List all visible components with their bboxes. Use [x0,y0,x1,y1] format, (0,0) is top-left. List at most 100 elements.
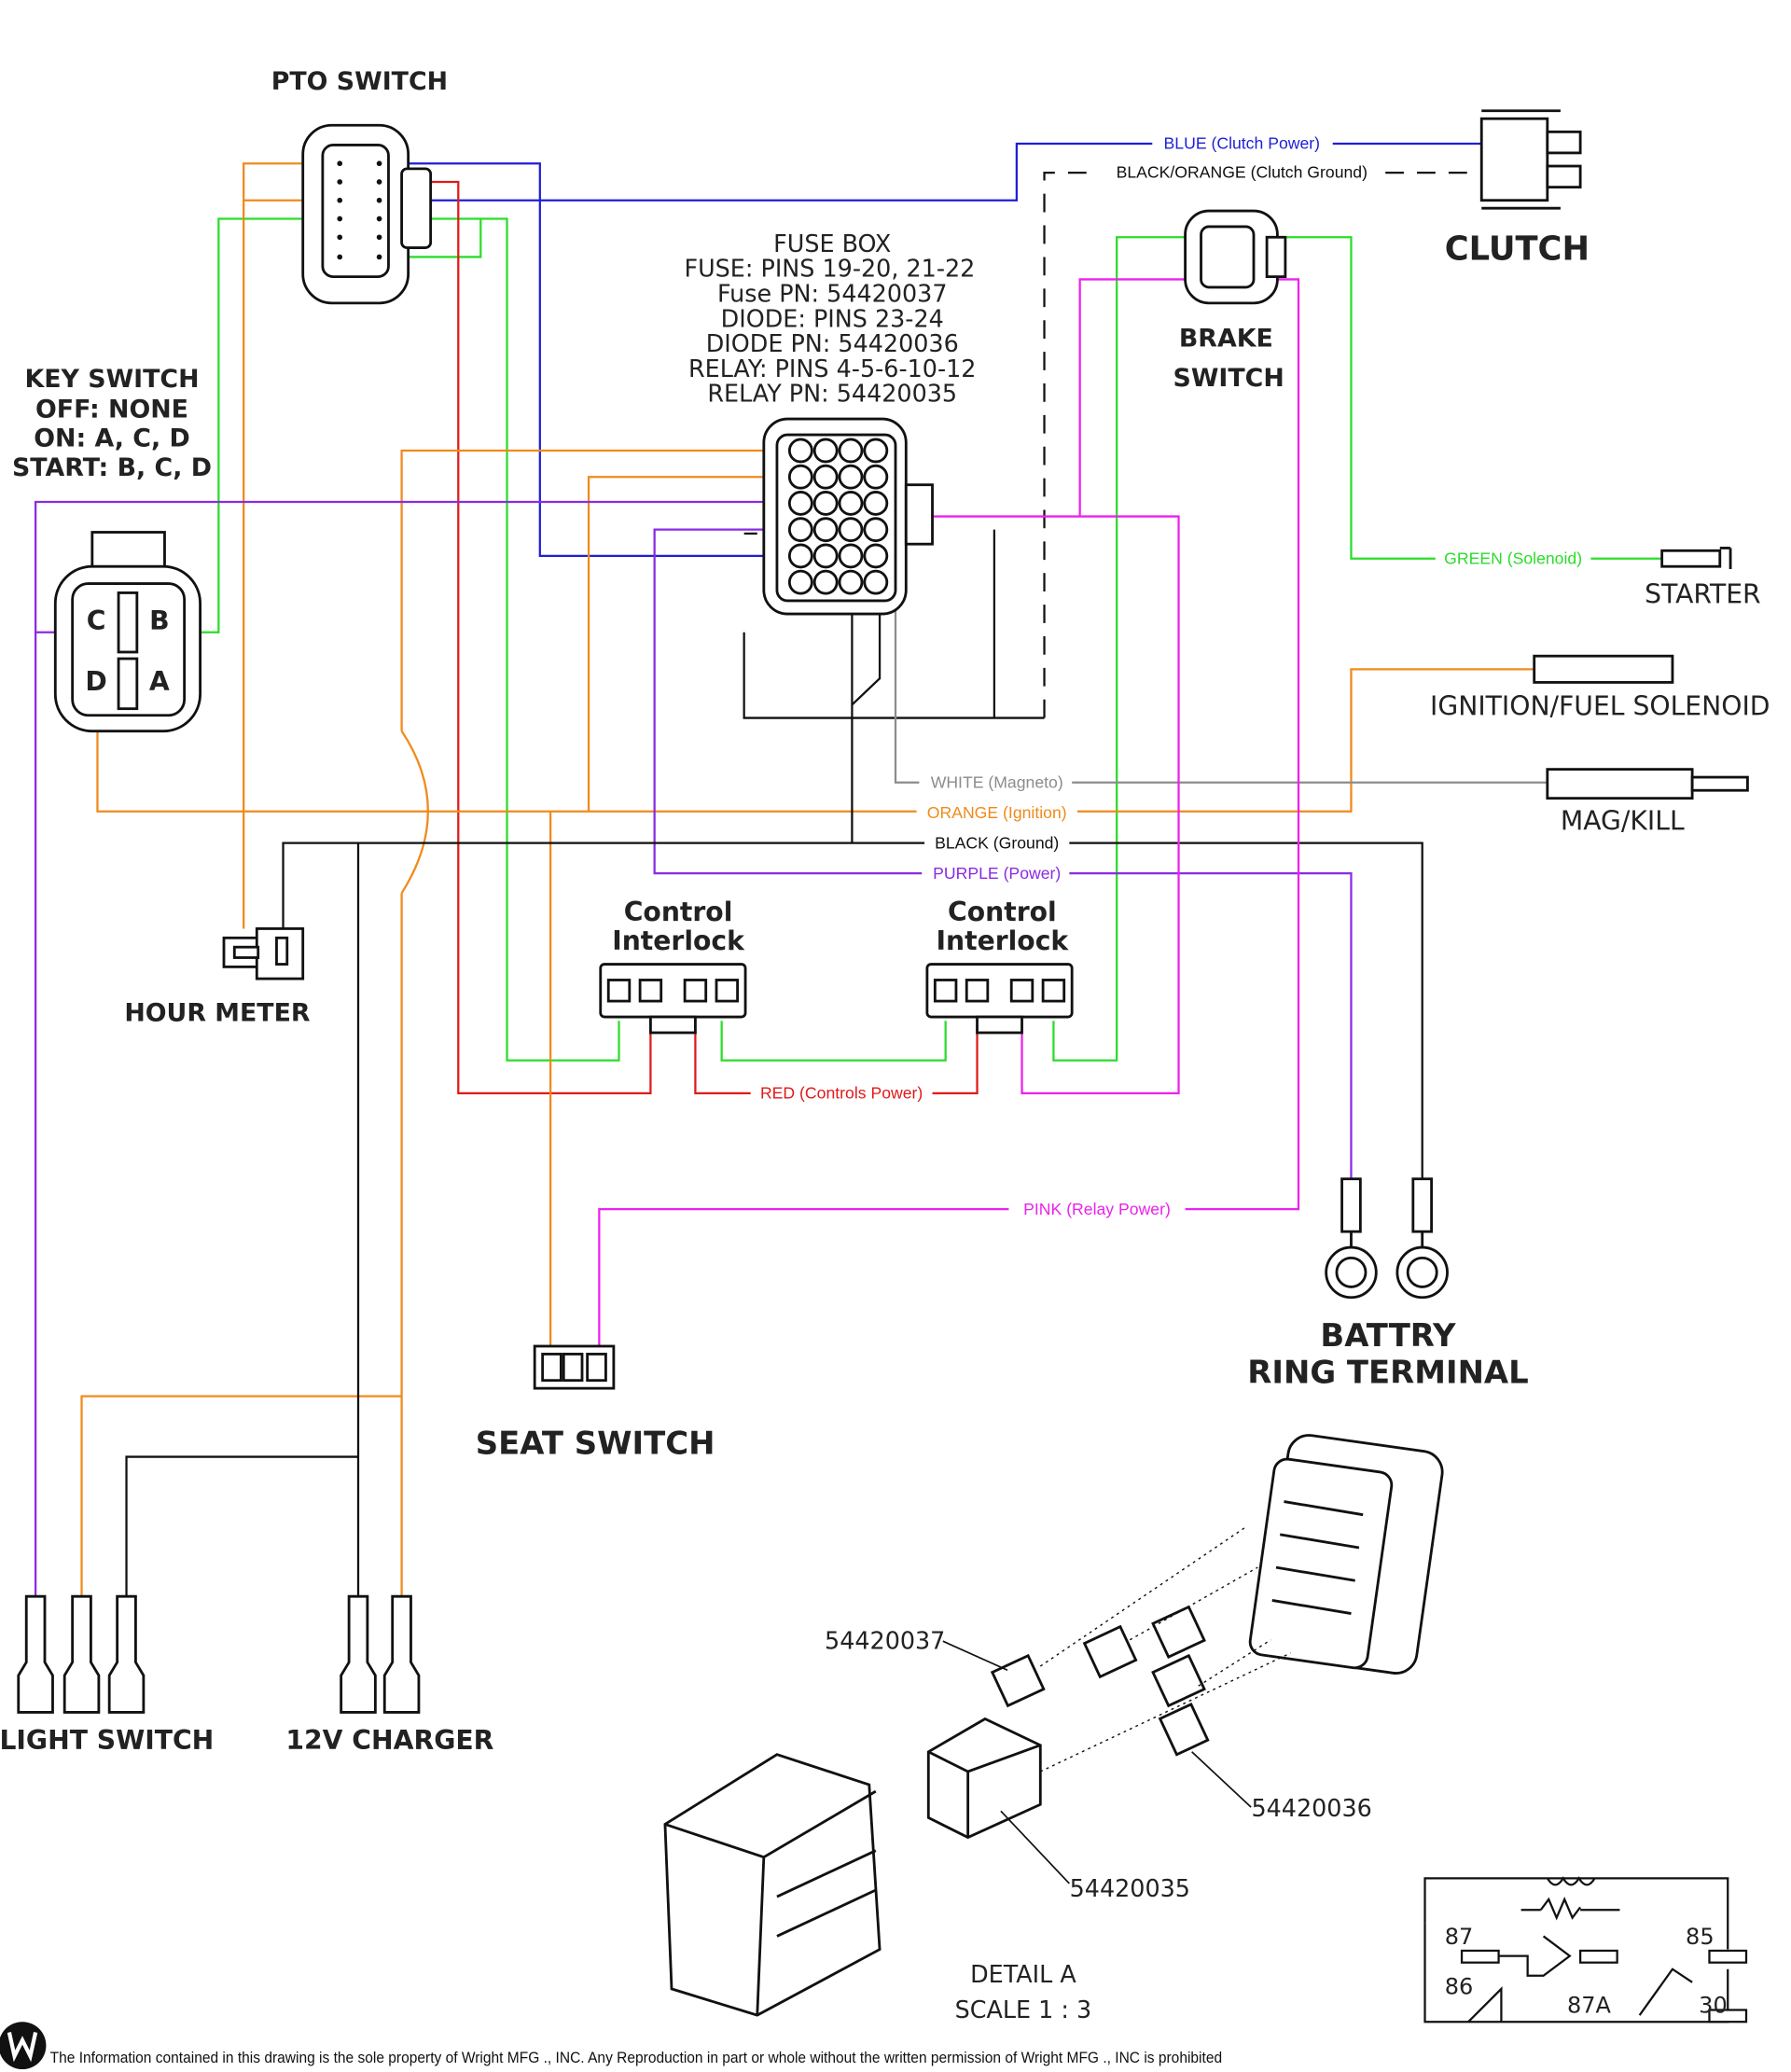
starter-terminal [1660,547,1732,570]
control-interlock-1-label: Control [624,897,733,927]
relay-pin-labels: 87 85 86 87A 30 [1445,1924,1728,2018]
brake-switch-label-1: BRAKE [1179,324,1273,353]
svg-text:87: 87 [1445,1924,1474,1950]
detail-diode-pn: 54420036 [1251,1794,1371,1822]
fuse-box-cavity [812,464,839,490]
wire-black [125,529,1423,1597]
ignition-label: IGNITION/FUEL SOLENOID [1430,691,1770,722]
detail-fuse-box-cover [663,1753,882,2017]
wire-label-white: WHITE (Magneto) [931,772,1063,791]
svg-text:86: 86 [1445,1974,1474,2000]
fuse-box-cavity [838,517,864,543]
wire-label-red: RED (Controls Power) [760,1084,923,1103]
detail-fuses [990,1605,1210,1757]
fuse-box-cavity [838,543,864,569]
fuse-box-text: FUSE BOX FUSE: PINS 19-20, 21-22 Fuse PN… [684,229,976,408]
fuse-box-cavity [838,438,864,464]
key-switch-off: OFF: NONE [35,396,188,424]
hour-meter [222,927,305,980]
wire-label-pink: PINK (Relay Power) [1023,1200,1171,1218]
fuse-box-cavity [838,569,864,595]
key-switch-text: KEY SWITCH OFF: NONE ON: A, C, D START: … [12,365,212,482]
fuse-box-cavity [863,569,889,595]
fuse-box-cavity [863,517,889,543]
wire-label-purple: PURPLE (Power) [933,864,1061,883]
key-pin-d: D [85,666,106,697]
detail-scale: SCALE 1 : 3 [955,1996,1092,2023]
starter-label: STARTER [1645,579,1761,610]
svg-text:FUSE: PINS 19-20, 21-22: FUSE: PINS 19-20, 21-22 [684,255,975,283]
fuse-box-cavity [787,491,813,516]
seat-switch [533,1344,616,1390]
svg-text:RELAY PN: 54420035: RELAY PN: 54420035 [707,380,957,408]
wire-label-orange: ORANGE (Ignition) [927,803,1067,822]
fuse-box-cavity [787,438,813,464]
detail-callouts [942,1640,1252,1884]
control-interlock-2-label: Control [948,897,1057,927]
pto-switch [301,123,433,305]
charger-terminals [340,1594,421,1714]
svg-text:DIODE PN: 54420036: DIODE PN: 54420036 [706,329,959,357]
control-interlock-1-label-2: Interlock [612,925,745,956]
detail-leader-dots [1039,1527,1291,1773]
clutch-connector [1479,109,1582,210]
svg-text:DIODE: PINS 23-24: DIODE: PINS 23-24 [721,304,944,332]
fuse-box [762,417,934,616]
battery-label-2: RING TERMINAL [1247,1355,1528,1391]
detail-relay [926,1717,1042,1840]
key-pin-a: A [149,666,170,697]
copyright-notice: The Information contained in this drawin… [50,2049,1222,2066]
charger-label: 12V CHARGER [285,1725,493,1756]
pto-switch-label: PTO SWITCH [271,67,448,96]
fuse-box-cavity [812,491,839,516]
mag-kill-terminal [1546,768,1749,800]
svg-text:RELAY: PINS 4-5-6-10-12: RELAY: PINS 4-5-6-10-12 [688,355,976,382]
mag-kill-label: MAG/KILL [1561,806,1685,837]
brake-switch-label-2: SWITCH [1173,364,1284,393]
fuse-box-cavity [863,438,889,464]
fuse-box-cavity [812,517,839,543]
detail-fuse-pn: 54420037 [825,1627,945,1655]
key-switch-start: START: B, C, D [12,453,212,482]
svg-text:87A: 87A [1567,1992,1612,2018]
wire-label-blue: BLUE (Clutch Power) [1164,134,1321,153]
fuse-box-cavity [838,491,864,516]
wire-label-black: BLACK (Ground) [935,833,1059,852]
fuse-box-cavity [787,464,813,490]
svg-text:Fuse PN: 54420037: Fuse PN: 54420037 [717,279,948,307]
fuse-box-cavity [863,543,889,569]
detail-title: DETAIL A [970,1960,1076,1988]
fuse-box-cavity [812,543,839,569]
wire-black-orange [1043,171,1478,718]
fuse-box-cavity [787,543,813,569]
fuse-box-cavity [787,569,813,595]
fuse-box-cavity [787,517,813,543]
brake-switch [1184,209,1287,305]
detail-fuse-box-housing [1248,1434,1444,1675]
wire-label-green: GREEN (Solenoid) [1444,549,1582,567]
light-switch-terminals [17,1594,146,1714]
seat-switch-label: SEAT SWITCH [476,1425,715,1462]
control-interlock-2-label-2: Interlock [937,925,1070,956]
relay-schematic [1423,1876,1748,2023]
wire-blue [382,142,1482,558]
key-pin-c: C [87,605,106,636]
fuse-box-cavity [812,569,839,595]
key-pin-b: B [149,605,170,636]
svg-text:85: 85 [1686,1924,1715,1950]
svg-text:FUSE BOX: FUSE BOX [773,229,891,257]
battery-ring-terminals [1325,1177,1449,1300]
control-interlock-2 [925,963,1074,1035]
battery-label: BATTRY [1320,1317,1456,1354]
key-switch: C B D A [53,531,201,733]
clutch-label: CLUTCH [1445,229,1590,268]
wire-label-black-orange: BLACK/ORANGE (Clutch Ground) [1117,163,1368,182]
wire-white [894,553,1548,784]
light-switch-label: LIGHT SWITCH [0,1725,214,1756]
svg-text:30: 30 [1699,1992,1728,2018]
detail-relay-pn: 54420035 [1070,1874,1190,1902]
key-switch-title: KEY SWITCH [24,365,199,394]
wright-logo [0,2022,47,2070]
